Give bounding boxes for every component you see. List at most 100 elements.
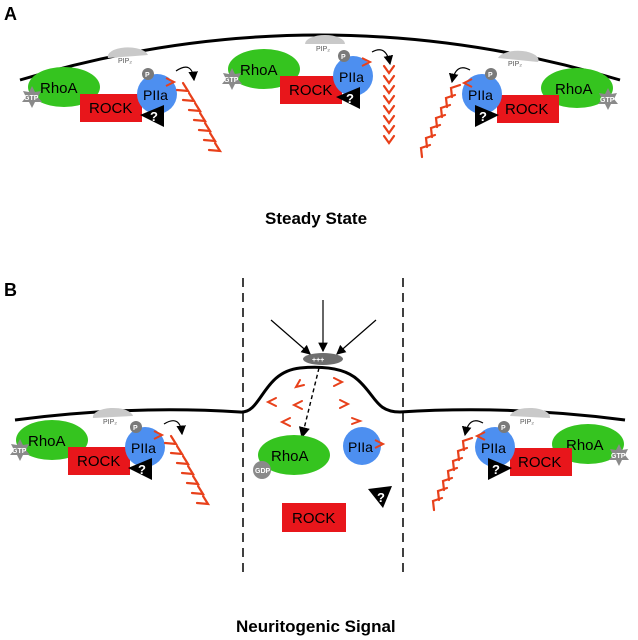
gtp-label: GTP bbox=[12, 448, 27, 455]
filament-chevron-chain-icon bbox=[382, 64, 396, 145]
unknown-factor-icon bbox=[475, 105, 499, 127]
unknown-label: ? bbox=[492, 462, 500, 477]
dissociated-unknown: ? bbox=[368, 486, 392, 508]
phospho-icon bbox=[338, 50, 350, 62]
complex-a-right: PIP₂ RhoA GTP ROCK PIIa P ? bbox=[419, 50, 618, 159]
filament-chevron-chain-icon bbox=[419, 83, 462, 159]
panel-b: B +++ RhoA GDP bbox=[4, 278, 629, 636]
phospho-icon bbox=[142, 68, 154, 80]
panel-b-letter: B bbox=[4, 280, 17, 300]
complex-b-right: PIP₂ RhoA GTP ROCK PIIa P ? bbox=[431, 407, 629, 512]
unknown-factor-icon bbox=[128, 458, 152, 480]
piia-node bbox=[343, 427, 381, 465]
complex-b-left: PIP₂ RhoA GTP ROCK PIIa P ? bbox=[10, 407, 211, 506]
recruit-arrow-icon bbox=[163, 420, 186, 436]
rock-node bbox=[80, 94, 142, 122]
pip2-label: PIP₂ bbox=[118, 58, 132, 65]
gtp-label: GTP bbox=[24, 95, 39, 102]
dissociated-rock: ROCK bbox=[282, 503, 346, 532]
rock-node bbox=[497, 95, 559, 123]
gtp-label: GTP bbox=[611, 453, 626, 460]
panel-a-letter: A bbox=[4, 4, 17, 24]
rhoa-label: RhoA bbox=[240, 62, 278, 79]
unknown-label: ? bbox=[150, 109, 158, 124]
small-chevron-icon bbox=[461, 78, 473, 88]
panel-a-caption: Steady State bbox=[265, 209, 367, 228]
phospho-icon bbox=[498, 421, 510, 433]
rock-label: ROCK bbox=[289, 82, 332, 99]
pip2-label: PIP₂ bbox=[520, 419, 534, 426]
small-chevron-icon bbox=[374, 439, 386, 449]
recruit-arrow-icon bbox=[175, 66, 198, 82]
panel-b-caption: Neuritogenic Signal bbox=[236, 617, 396, 636]
phospho-label: P bbox=[501, 425, 506, 432]
phospho-icon bbox=[130, 421, 142, 433]
small-chevron-icon bbox=[474, 431, 486, 441]
gtp-badge-icon: GTP bbox=[598, 88, 618, 110]
unknown-factor-icon bbox=[368, 486, 392, 508]
pip2-a-center: PIP₂ bbox=[305, 35, 345, 53]
rhoa-node bbox=[258, 435, 330, 475]
rock-node bbox=[510, 448, 572, 476]
gdp-badge-icon bbox=[253, 461, 271, 479]
piia-node bbox=[125, 427, 165, 467]
filament-chevron-chain-icon bbox=[163, 434, 211, 506]
piia-label: PIIa bbox=[143, 87, 168, 103]
gtp-label: GTP bbox=[224, 77, 239, 84]
pip2-label: PIP₂ bbox=[508, 61, 522, 68]
charge-cluster-icon bbox=[303, 353, 343, 365]
piia-label: PIIa bbox=[481, 440, 506, 456]
gtp-badge-icon: GTP bbox=[609, 444, 629, 466]
phospho-label: P bbox=[341, 54, 346, 61]
piia-label: PIIa bbox=[348, 439, 373, 455]
filament-chevron-chain-icon bbox=[175, 81, 223, 153]
gtp-badge-icon: GTP bbox=[10, 439, 30, 461]
recruit-arrow-icon bbox=[448, 67, 471, 84]
unknown-factor-icon bbox=[488, 458, 512, 480]
rock-label: ROCK bbox=[505, 101, 548, 118]
pip2-b-left: PIP₂ bbox=[92, 407, 133, 426]
rock-label: ROCK bbox=[292, 510, 335, 527]
rhoa-label: RhoA bbox=[271, 448, 309, 465]
pip2-label: PIP₂ bbox=[316, 46, 330, 53]
dissociated-piia: PIIa bbox=[343, 427, 386, 465]
complex-a-left: PIP₂ RhoA GTP ROCK PIIa P ? bbox=[22, 47, 223, 153]
piia-node bbox=[462, 74, 502, 114]
small-chevron-icon bbox=[165, 77, 177, 87]
recruit-arrow-icon bbox=[371, 49, 394, 66]
phospho-label: P bbox=[145, 72, 150, 79]
complex-a-center: PIP₂ RhoA GTP ROCK PIIa P ? bbox=[222, 35, 396, 145]
rhoa-label: RhoA bbox=[40, 80, 78, 97]
piia-label: PIIa bbox=[339, 69, 364, 85]
piia-node bbox=[475, 427, 515, 467]
free-chevron-icons bbox=[265, 377, 363, 427]
phospho-label: P bbox=[133, 425, 138, 432]
unknown-label: ? bbox=[479, 109, 487, 124]
gdp-label: GDP bbox=[255, 468, 271, 475]
rock-node bbox=[280, 76, 342, 104]
gtp-badge-icon: GTP bbox=[22, 86, 42, 108]
rock-label: ROCK bbox=[518, 454, 561, 471]
signal-input: +++ bbox=[270, 300, 377, 439]
gtp-badge-icon: GTP bbox=[222, 68, 242, 90]
rock-label: ROCK bbox=[77, 453, 120, 470]
unknown-label: ? bbox=[346, 91, 354, 106]
rock-node bbox=[68, 447, 130, 475]
charge-label: +++ bbox=[312, 357, 324, 364]
small-chevron-icon bbox=[361, 57, 373, 67]
panel-a: A PIP₂ RhoA GTP ROCK PIIa P ? bbox=[4, 4, 621, 228]
phospho-label: P bbox=[488, 72, 493, 79]
rock-node bbox=[282, 503, 346, 532]
unknown-label: ? bbox=[138, 462, 146, 477]
pip2-a-left: PIP₂ bbox=[107, 47, 148, 65]
recruit-arrow-icon bbox=[461, 420, 484, 437]
small-chevron-icon bbox=[153, 430, 165, 440]
piia-label: PIIa bbox=[131, 440, 156, 456]
unknown-factor-icon bbox=[336, 87, 360, 109]
filament-chevron-chain-icon bbox=[431, 436, 474, 512]
unknown-label: ? bbox=[377, 490, 385, 505]
membrane-b bbox=[14, 365, 626, 422]
rhoa-label: RhoA bbox=[566, 437, 604, 454]
pip2-a-right: PIP₂ bbox=[498, 50, 539, 68]
